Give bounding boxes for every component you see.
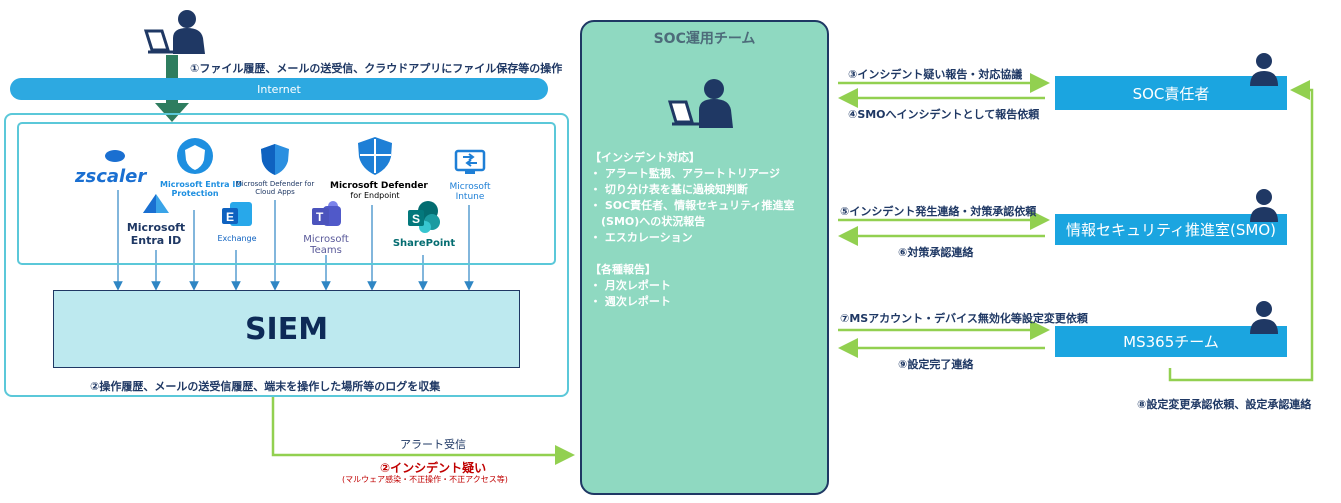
duty-line: ・ 週次レポート (590, 295, 671, 308)
entra-protection-icon (177, 138, 213, 174)
intune-logo: Microsoft Intune (440, 148, 500, 202)
sources-frame (17, 122, 556, 265)
defender-endpoint-label-2: for Endpoint (350, 191, 400, 200)
duty-line: (SMO)への状況報告 (590, 215, 706, 228)
entra-pyramid-icon (143, 194, 169, 213)
incident-suspected-label: ②インシデント疑い (380, 461, 487, 475)
defender-endpoint-shield-icon (358, 137, 392, 175)
flow-9-label: ⑨設定完了連絡 (898, 358, 974, 371)
operation-label: ①ファイル履歴、メールの送受信、クラウドアプリにファイル保存等の操作 (190, 62, 563, 75)
smo-person-icon (1250, 189, 1278, 222)
internet-bar: Internet (10, 78, 548, 100)
teams-logo: T Microsoft Teams (296, 198, 356, 256)
soc-team-box (580, 20, 829, 495)
entra-protection-logo: Microsoft Entra ID Protection (160, 136, 242, 198)
entra-id-logo: Microsoft Entra ID (126, 193, 186, 247)
duty-line (590, 246, 820, 262)
incident-suspected-sublabel: (マルウェア感染・不正操作・不正アクセス等) (342, 475, 508, 484)
entra-id-label-2: Entra ID (130, 234, 182, 247)
duty-line: 【各種報告】 (590, 263, 656, 276)
soc-team-duties: 【インシデント対応】 ・ アラート監視、アラートトリアージ ・ 切り分け表を基に… (590, 150, 820, 310)
log-collection-frame (4, 113, 569, 397)
sharepoint-icon: S (408, 201, 440, 233)
duty-line: ・ アラート監視、アラートトリアージ (590, 167, 780, 180)
exchange-label: Exchange (217, 234, 257, 243)
sharepoint-label: SharePoint (392, 238, 456, 249)
entra-id-label-1: Microsoft (126, 221, 186, 234)
defender-cloud-label-2: Cloud Apps (255, 188, 295, 196)
teams-label-1: Microsoft (303, 234, 349, 245)
defender-endpoint-label-1: Microsoft Defender (330, 181, 428, 191)
defender-cloud-label-1: Microsoft Defender for (235, 180, 315, 188)
intune-label-2: Intune (455, 192, 485, 202)
teams-label-2: Teams (310, 245, 342, 256)
duty-line: ・ 月次レポート (590, 279, 671, 292)
svg-text:S: S (412, 212, 420, 226)
svg-text:T: T (316, 210, 324, 224)
ms365-team-box: MS365チーム (1055, 326, 1287, 357)
duty-line: ・ SOC責任者、情報セキュリティ推進室 (590, 199, 795, 212)
duty-line: 【インシデント対応】 (590, 151, 700, 164)
exchange-logo: E Exchange (210, 200, 264, 243)
duty-line: ・ エスカレーション (590, 231, 693, 244)
user-down-arrow-head (155, 103, 189, 122)
flow-7-label: ⑦MSアカウント・デバイス無効化等設定変更依頼 (840, 312, 1088, 325)
exchange-icon: E (222, 202, 252, 226)
alert-received-label: アラート受信 (400, 438, 466, 451)
flow-8-label: ⑧設定変更承認依頼、設定承認連絡 (1137, 398, 1312, 411)
flow-4-label: ④SMOへインシデントとして報告依頼 (848, 108, 1040, 121)
sharepoint-logo: S SharePoint (392, 200, 456, 249)
log-arrows (113, 190, 474, 291)
soc-manager-person-icon (1250, 53, 1278, 86)
svg-text:E: E (226, 210, 234, 224)
entra-protection-label-2: Protection (171, 189, 219, 198)
zscaler-logo: zscaler (75, 148, 146, 187)
smo-box: 情報セキュリティ推進室(SMO) (1055, 214, 1287, 245)
flow-3-label: ③インシデント疑い報告・対応協議 (848, 68, 1023, 81)
defender-cloud-logo: Microsoft Defender for Cloud Apps (235, 142, 315, 196)
user-laptop-icon (143, 10, 205, 54)
siem-box: SIEM (53, 290, 520, 368)
entra-protection-label-1: Microsoft Entra ID (160, 180, 242, 189)
intune-label-1: Microsoft (449, 182, 491, 192)
intune-monitor-icon (454, 149, 486, 174)
log-collection-label: ②操作履歴、メールの送受信履歴、端末を操作した場所等のログを収集 (90, 380, 441, 393)
ms365-person-icon (1250, 301, 1278, 334)
zscaler-cloud-icon (105, 150, 125, 162)
teams-icon: T (312, 201, 341, 226)
soc-team-title: SOC運用チーム (653, 31, 756, 47)
flow-6-label: ⑥対策承認連絡 (898, 246, 974, 259)
soc-manager-box: SOC責任者 (1055, 76, 1287, 110)
zscaler-label: zscaler (75, 166, 147, 187)
defender-endpoint-logo: Microsoft Defender for Endpoint (330, 135, 428, 200)
defender-cloud-shield-icon (261, 144, 289, 175)
soc-operator-icon (667, 79, 733, 128)
duty-line: ・ 切り分け表を基に過検知判断 (590, 183, 748, 196)
flow-5-label: ⑤インシデント発生連絡・対策承認依頼 (840, 205, 1037, 218)
